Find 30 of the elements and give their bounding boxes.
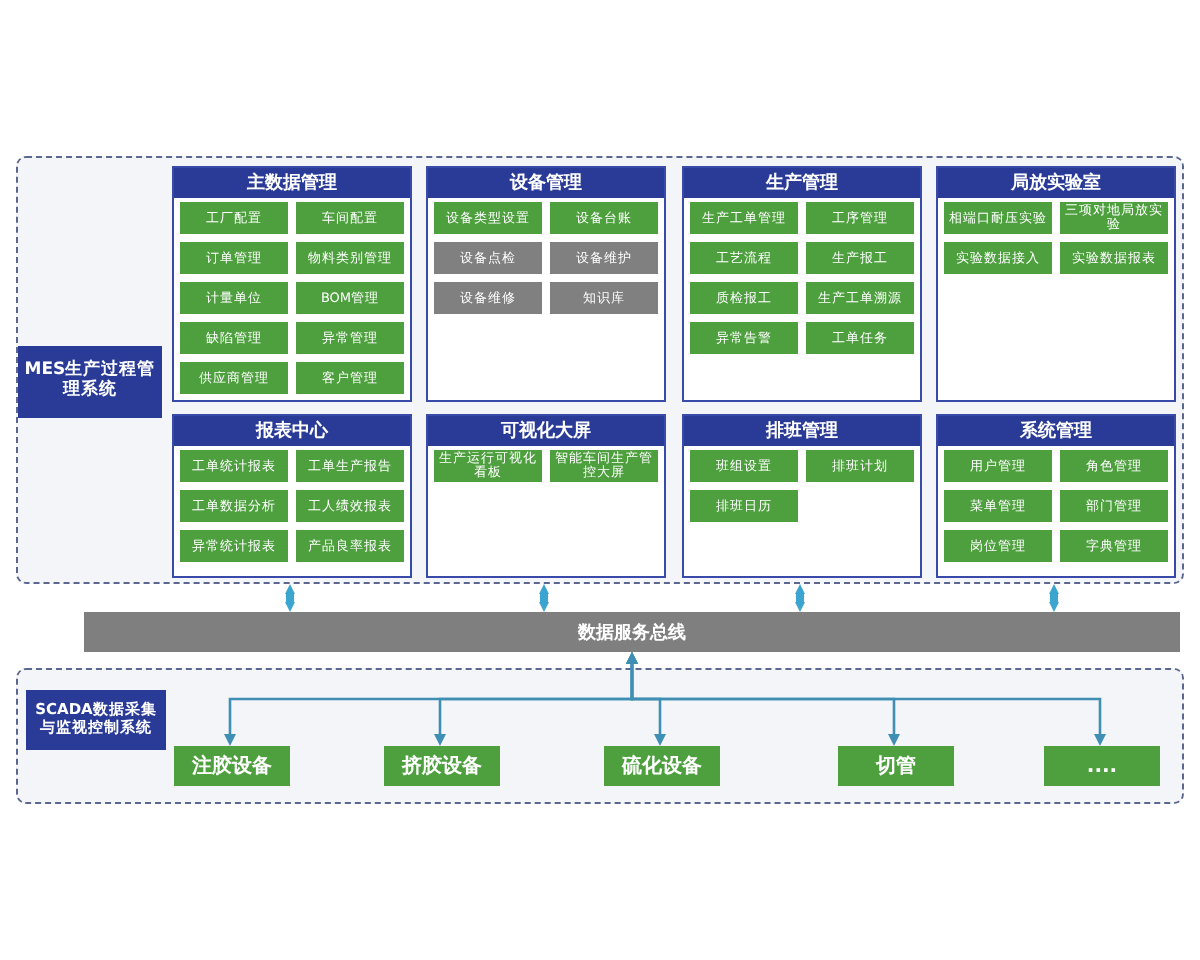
module-panel [936,166,1176,402]
panel-header: 主数据管理 [174,168,410,198]
double-arrow [285,584,295,612]
double-arrow [626,652,1106,746]
double-arrow [795,584,805,612]
module-panel [172,166,412,402]
device-tile: .... [1044,746,1160,786]
device-tile: 挤胶设备 [384,746,500,786]
device-tile: 硫化设备 [604,746,720,786]
panel-header: 局放实验室 [938,168,1174,198]
panel-header: 系统管理 [938,416,1174,446]
module-panel [172,414,412,578]
system-label: MES生产过程管理系统 [18,346,162,418]
device-tile: 注胶设备 [174,746,290,786]
module-panel [936,414,1176,578]
device-tile: 切管 [838,746,954,786]
panel-header: 报表中心 [174,416,410,446]
panel-header: 生产管理 [684,168,920,198]
panel-header: 排班管理 [684,416,920,446]
data-bus-bar: 数据服务总线 [84,612,1180,652]
module-panel [426,414,666,578]
system-panel [16,668,1184,804]
panel-header: 可视化大屏 [428,416,664,446]
module-panel [682,414,922,578]
system-panel [16,156,1184,584]
double-arrow [539,584,549,612]
double-arrow [1049,584,1059,612]
module-panel [426,166,666,402]
panel-header: 设备管理 [428,168,664,198]
module-panel [682,166,922,402]
